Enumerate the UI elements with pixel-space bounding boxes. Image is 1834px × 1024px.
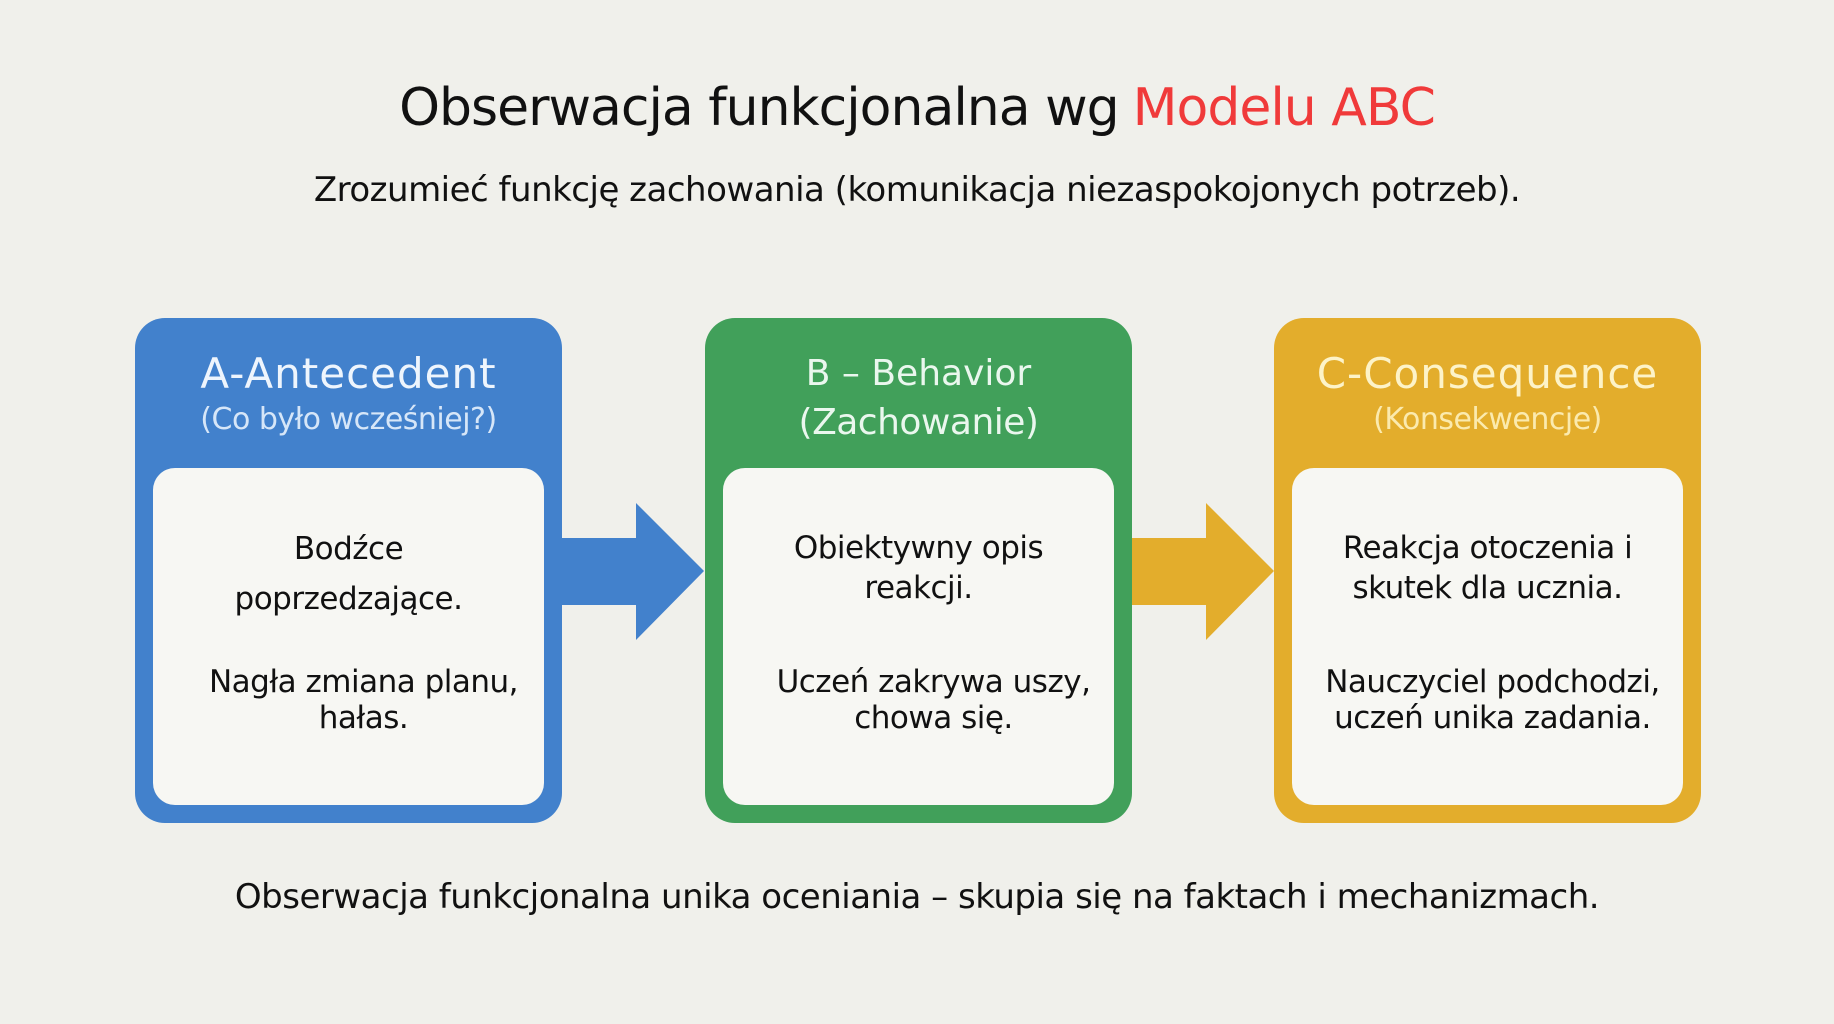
card-subheading: (Zachowanie) bbox=[798, 402, 1039, 443]
page-subtitle: Zrozumieć funkcję zachowania (komunikacj… bbox=[313, 170, 1521, 210]
card-description: Bodźce poprzedzające. bbox=[234, 531, 463, 617]
card-body: Obiektywny opis reakcji. Uczeń zakrywa u… bbox=[723, 468, 1114, 805]
card-heading: A-Antecedent bbox=[200, 349, 497, 398]
arrow-right-icon bbox=[562, 503, 704, 640]
arrow-right-icon bbox=[1132, 503, 1274, 640]
card-header: A-Antecedent (Co było wcześniej?) bbox=[135, 348, 562, 440]
footer-note: Obserwacja funkcjonalna unika oceniania … bbox=[234, 877, 1600, 917]
card-heading: C-Consequence bbox=[1316, 349, 1659, 398]
card-body: Reakcja otoczenia i skutek dla ucznia. N… bbox=[1292, 468, 1683, 805]
card-example: Nagła zmiana planu, hałas. bbox=[208, 664, 519, 736]
card-body: Bodźce poprzedzające. Nagła zmiana planu… bbox=[153, 468, 544, 805]
card-example: Nauczyciel podchodzi, uczeń unika zadani… bbox=[1325, 664, 1660, 736]
card-heading: B – Behavior bbox=[805, 353, 1032, 394]
card-description: Obiektywny opis reakcji. bbox=[793, 530, 1044, 606]
title-main: Obserwacja funkcjonalna wg bbox=[399, 78, 1120, 138]
card-header: B – Behavior (Zachowanie) bbox=[705, 348, 1132, 446]
card-consequence: C-Consequence (Konsekwencje) Reakcja oto… bbox=[1274, 318, 1701, 823]
card-behavior: B – Behavior (Zachowanie) Obiektywny opi… bbox=[705, 318, 1132, 823]
card-subheading: (Co było wcześniej?) bbox=[200, 402, 497, 437]
card-header: C-Consequence (Konsekwencje) bbox=[1274, 348, 1701, 440]
title-accent: Modelu ABC bbox=[1132, 78, 1436, 138]
card-description: Reakcja otoczenia i skutek dla ucznia. bbox=[1342, 530, 1633, 606]
card-antecedent: A-Antecedent (Co było wcześniej?) Bodźce… bbox=[135, 318, 562, 823]
card-subheading: (Konsekwencje) bbox=[1373, 402, 1602, 437]
card-example: Uczeń zakrywa uszy, chowa się. bbox=[776, 664, 1091, 736]
